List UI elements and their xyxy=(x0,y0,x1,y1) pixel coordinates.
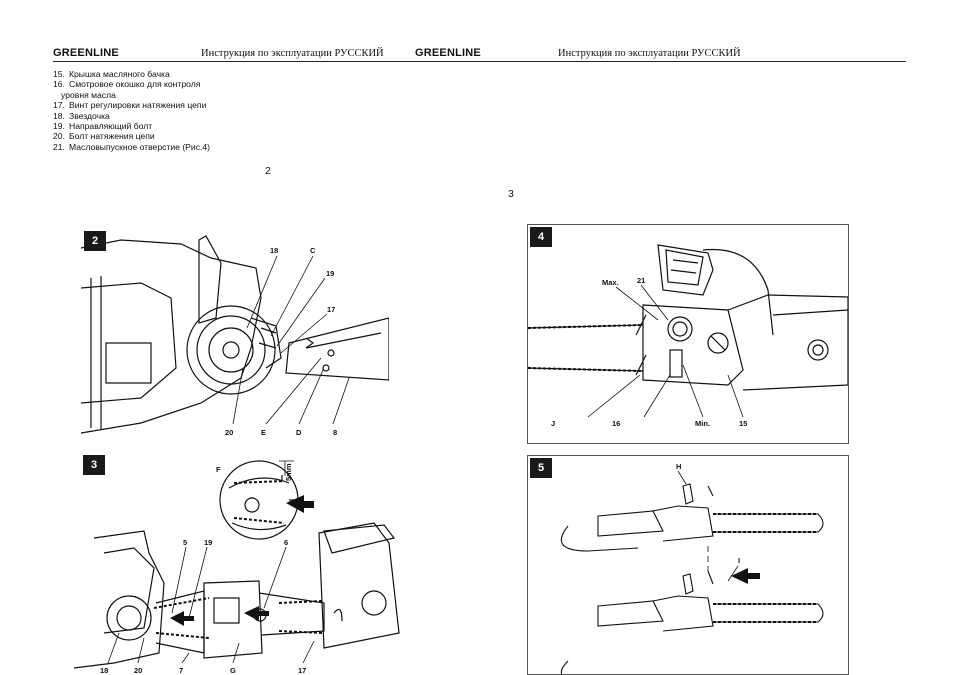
fig4-label-J: J xyxy=(551,419,555,428)
fig3-label-G: G xyxy=(230,666,236,675)
fig3-label-F: F xyxy=(216,465,221,474)
figure-3-illustration: F 5mm 5 19 6 18 20 7 G 17 xyxy=(74,460,400,675)
fig4-label-15: 15 xyxy=(739,419,747,428)
figure-ref-right: 3 xyxy=(508,188,514,200)
fig3-label-5mm: 5mm xyxy=(284,463,293,481)
parts-list-item: 15.Крышка масляного бачка xyxy=(53,69,170,79)
fig3-label-19: 19 xyxy=(204,538,212,547)
left-brand: GREENLINE xyxy=(53,47,119,59)
fig2-label-18: 18 xyxy=(270,246,278,255)
fig2-label-8: 8 xyxy=(333,428,337,437)
figure-5-panel: H I 5 xyxy=(527,455,849,675)
figure-3-badge: 3 xyxy=(83,455,105,475)
figure-2-badge: 2 xyxy=(84,231,106,251)
fig3-label-5: 5 xyxy=(183,538,187,547)
fig3-label-7: 7 xyxy=(179,666,183,675)
fig3-label-20: 20 xyxy=(134,666,142,675)
figure-5-illustration: H I xyxy=(560,462,824,674)
fig5-label-I: I xyxy=(738,556,740,565)
figure-5-badge: 5 xyxy=(530,458,552,478)
figure-4-illustration: Max. 21 J 16 Min. 15 xyxy=(528,244,848,428)
parts-list-item: 18.Звездочка xyxy=(53,110,110,121)
figure-4-badge: 4 xyxy=(530,227,552,247)
fig3-label-17: 17 xyxy=(298,666,306,675)
right-subtitle: Инструкция по эксплуатации РУССКИЙ xyxy=(558,48,741,59)
fig3-label-6: 6 xyxy=(284,538,288,547)
fig5-label-H: H xyxy=(676,462,681,471)
fig3-label-18: 18 xyxy=(100,666,108,675)
parts-list: 15.Крышка масляного бачка 16.Смотровое о… xyxy=(53,69,210,152)
parts-list-item: 20.Болт натяжения цепи xyxy=(53,131,155,142)
parts-list-item: 21.Масловыпускное отверстие (Рис.4) xyxy=(53,141,211,152)
fig2-label-17: 17 xyxy=(327,305,335,314)
figure-2-illustration: 18 C 19 17 20 E D 8 xyxy=(81,235,389,437)
fig4-label-16: 16 xyxy=(612,419,620,428)
fig2-label-E: E xyxy=(261,428,266,437)
figure-2-panel: 18 C 19 17 20 E D 8 2 xyxy=(81,228,389,444)
fig4-label-min: Min. xyxy=(695,419,710,428)
figure-ref-left: 2 xyxy=(265,165,271,177)
figure-4-panel: Max. 21 J 16 Min. 15 4 xyxy=(527,224,849,444)
right-header-rule xyxy=(415,61,906,62)
parts-list-item: 16.Смотровое окошко для контроля xyxy=(53,79,201,90)
fig2-label-D: D xyxy=(296,428,302,437)
fig4-label-21: 21 xyxy=(637,276,645,285)
right-brand: GREENLINE xyxy=(415,47,481,59)
fig4-label-max: Max. xyxy=(602,278,619,287)
fig2-label-20: 20 xyxy=(225,428,233,437)
left-subtitle: Инструкция по эксплуатации РУССКИЙ xyxy=(201,48,384,59)
fig2-label-C: C xyxy=(310,246,316,255)
parts-list-item-continuation: уровня масла xyxy=(61,89,116,100)
parts-list-item: 19.Направляющий болт xyxy=(53,121,153,132)
figure-3-panel: F 5mm 5 19 6 18 20 7 G 17 3 xyxy=(74,453,402,675)
fig2-label-19: 19 xyxy=(326,269,334,278)
parts-list-item: 17.Винт регулировки натяжения цепи xyxy=(53,100,207,111)
left-header-rule xyxy=(53,61,417,62)
